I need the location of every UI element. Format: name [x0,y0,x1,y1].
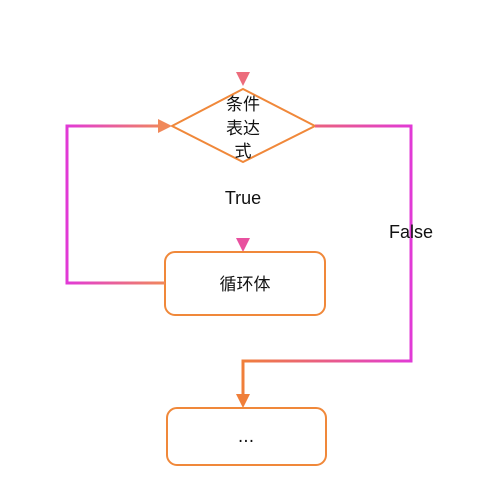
condition-label-line-3: 式 [235,142,252,162]
next-label: ... [238,427,254,447]
next-box [166,407,327,466]
loop-body-label: 循环体 [220,275,271,295]
true-arrow [236,162,250,252]
next-node: ... [166,407,327,466]
loop-back-arrow [65,119,172,285]
condition-label-line-2: 表达 [226,119,260,139]
false-label: False [389,222,433,242]
true-label: True [225,188,261,208]
condition-node: 条件 表达 式 [169,87,318,164]
entry-arrow [236,22,250,86]
false-arrow [236,124,413,408]
loop-body-node: 循环体 [164,251,326,316]
condition-label-line-1: 条件 [226,95,260,115]
